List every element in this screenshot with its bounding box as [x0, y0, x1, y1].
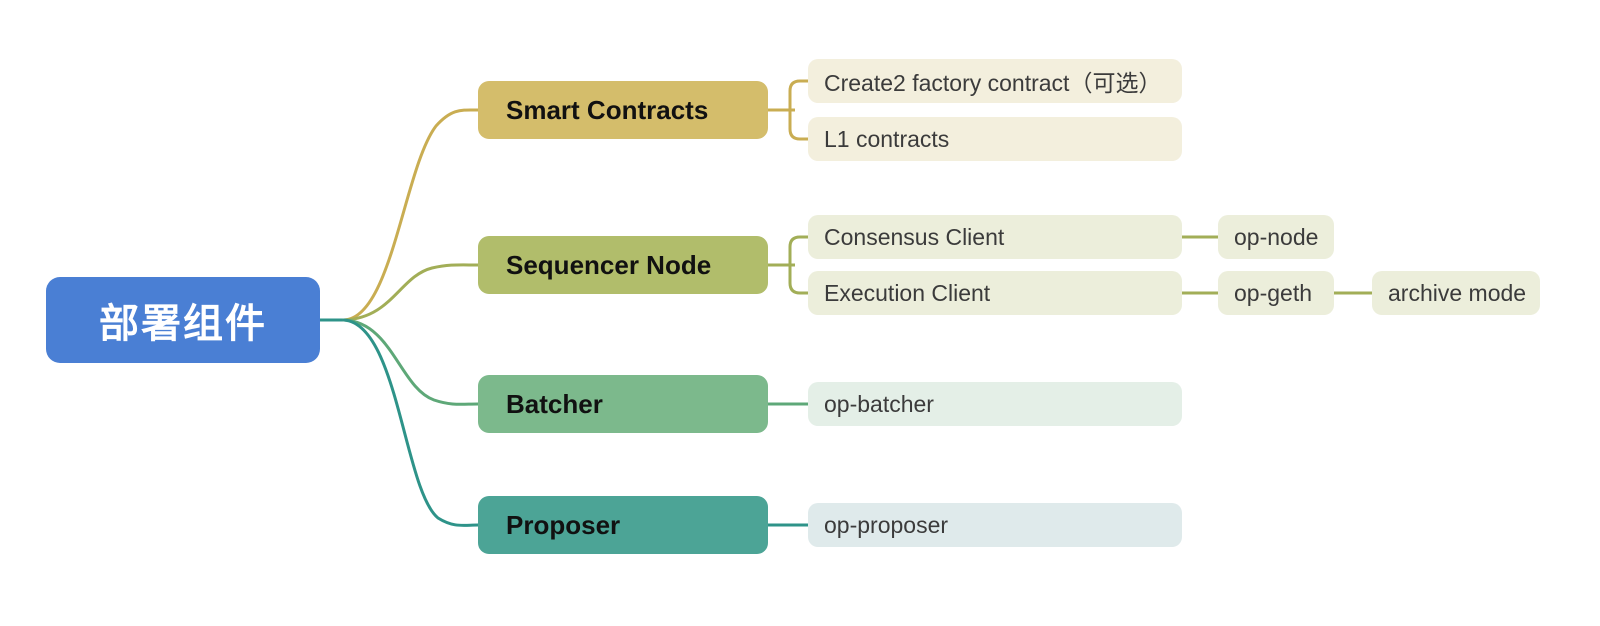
branch-label: Smart Contracts [506, 94, 709, 125]
branch-node-smart-contracts[interactable]: Smart Contracts [478, 81, 768, 139]
leaf-node-op-batcher[interactable]: op-batcher [808, 382, 1182, 426]
leaf-node-consensus-client[interactable]: Consensus Client [808, 215, 1182, 259]
branch-label: Proposer [506, 509, 621, 540]
branch-node-batcher[interactable]: Batcher [478, 375, 768, 433]
root-node[interactable]: 部署组件 [46, 277, 320, 363]
leaf-label: Execution Client [824, 279, 991, 306]
leaf-label: Create2 factory contract（可选） [824, 70, 1162, 96]
leaf-node-op-node[interactable]: op-node [1218, 215, 1334, 259]
leaf-node-l1-contracts[interactable]: L1 contracts [808, 117, 1182, 161]
leaf-label: archive mode [1388, 279, 1527, 306]
root-node-label: 部署组件 [99, 302, 267, 346]
leaf-label: op-proposer [824, 511, 949, 538]
leaf-label: Consensus Client [824, 223, 1005, 250]
leaf-node-execution-client[interactable]: Execution Client [808, 271, 1182, 315]
branch-node-sequencer-node[interactable]: Sequencer Node [478, 236, 768, 294]
leaf-node-op-geth[interactable]: op-geth [1218, 271, 1334, 315]
leaf-node-archive-mode[interactable]: archive mode [1372, 271, 1540, 315]
branch-label: Batcher [506, 388, 603, 419]
leaf-label: L1 contracts [824, 125, 950, 152]
leaf-node-create2-factory-contract[interactable]: Create2 factory contract（可选） [808, 59, 1182, 103]
branch-label: Sequencer Node [506, 249, 712, 280]
leaf-label: op-node [1234, 223, 1319, 250]
leaf-label: op-geth [1234, 279, 1313, 306]
leaf-label: op-batcher [824, 390, 934, 417]
branch-node-proposer[interactable]: Proposer [478, 496, 768, 554]
leaf-node-op-proposer[interactable]: op-proposer [808, 503, 1182, 547]
